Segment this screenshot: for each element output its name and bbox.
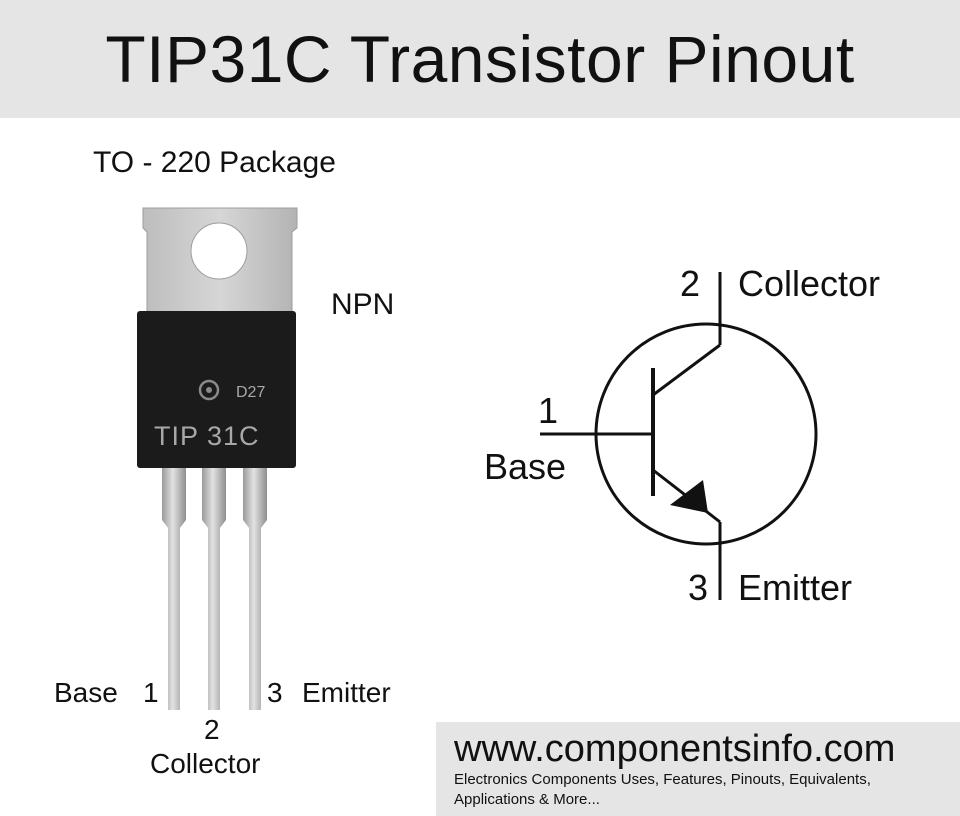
symbol-emitter-number: 3 bbox=[688, 567, 709, 608]
collector-diagonal bbox=[652, 343, 721, 397]
package-pin-base-number: 1 bbox=[143, 677, 159, 708]
transistor-type-label: NPN bbox=[331, 288, 395, 321]
symbol-base-name: Base bbox=[484, 446, 567, 487]
title-bar bbox=[0, 0, 960, 118]
package-pin-emitter-number: 3 bbox=[267, 677, 283, 708]
npn-transistor-symbol-icon bbox=[540, 272, 818, 600]
package-pin-collector-name: Collector bbox=[150, 748, 261, 779]
on-semi-logo-icon bbox=[198, 379, 220, 401]
to220-package-icon: D27 TIP 31C bbox=[137, 207, 298, 710]
package-legs bbox=[162, 466, 267, 710]
chip-body bbox=[137, 311, 296, 468]
package-pin-base-name: Base bbox=[54, 677, 118, 708]
website-link[interactable]: www.componentsinfo.com bbox=[454, 728, 896, 770]
package-pin-emitter-name: Emitter bbox=[302, 677, 391, 708]
leg-emitter bbox=[243, 466, 267, 710]
footer-tagline-line1: Electronics Components Uses, Features, P… bbox=[454, 771, 871, 788]
chip-code: D27 bbox=[236, 384, 265, 401]
leg-collector bbox=[202, 466, 226, 710]
symbol-collector-name: Collector bbox=[738, 263, 881, 304]
mounting-hole bbox=[190, 222, 248, 280]
emitter-arrow bbox=[670, 480, 708, 513]
symbol-base-number: 1 bbox=[538, 390, 559, 431]
symbol-emitter-name: Emitter bbox=[738, 567, 853, 608]
symbol-collector-number: 2 bbox=[680, 263, 701, 304]
package-pin-collector-number: 2 bbox=[204, 714, 220, 745]
leg-base bbox=[162, 466, 186, 710]
footer-banner bbox=[436, 722, 960, 816]
footer-tagline-line2: Applications & More... bbox=[454, 791, 600, 808]
page-title: TIP31C Transistor Pinout bbox=[105, 22, 855, 96]
chip-marking: TIP 31C bbox=[154, 421, 260, 451]
package-label: TO - 220 Package bbox=[93, 146, 336, 179]
